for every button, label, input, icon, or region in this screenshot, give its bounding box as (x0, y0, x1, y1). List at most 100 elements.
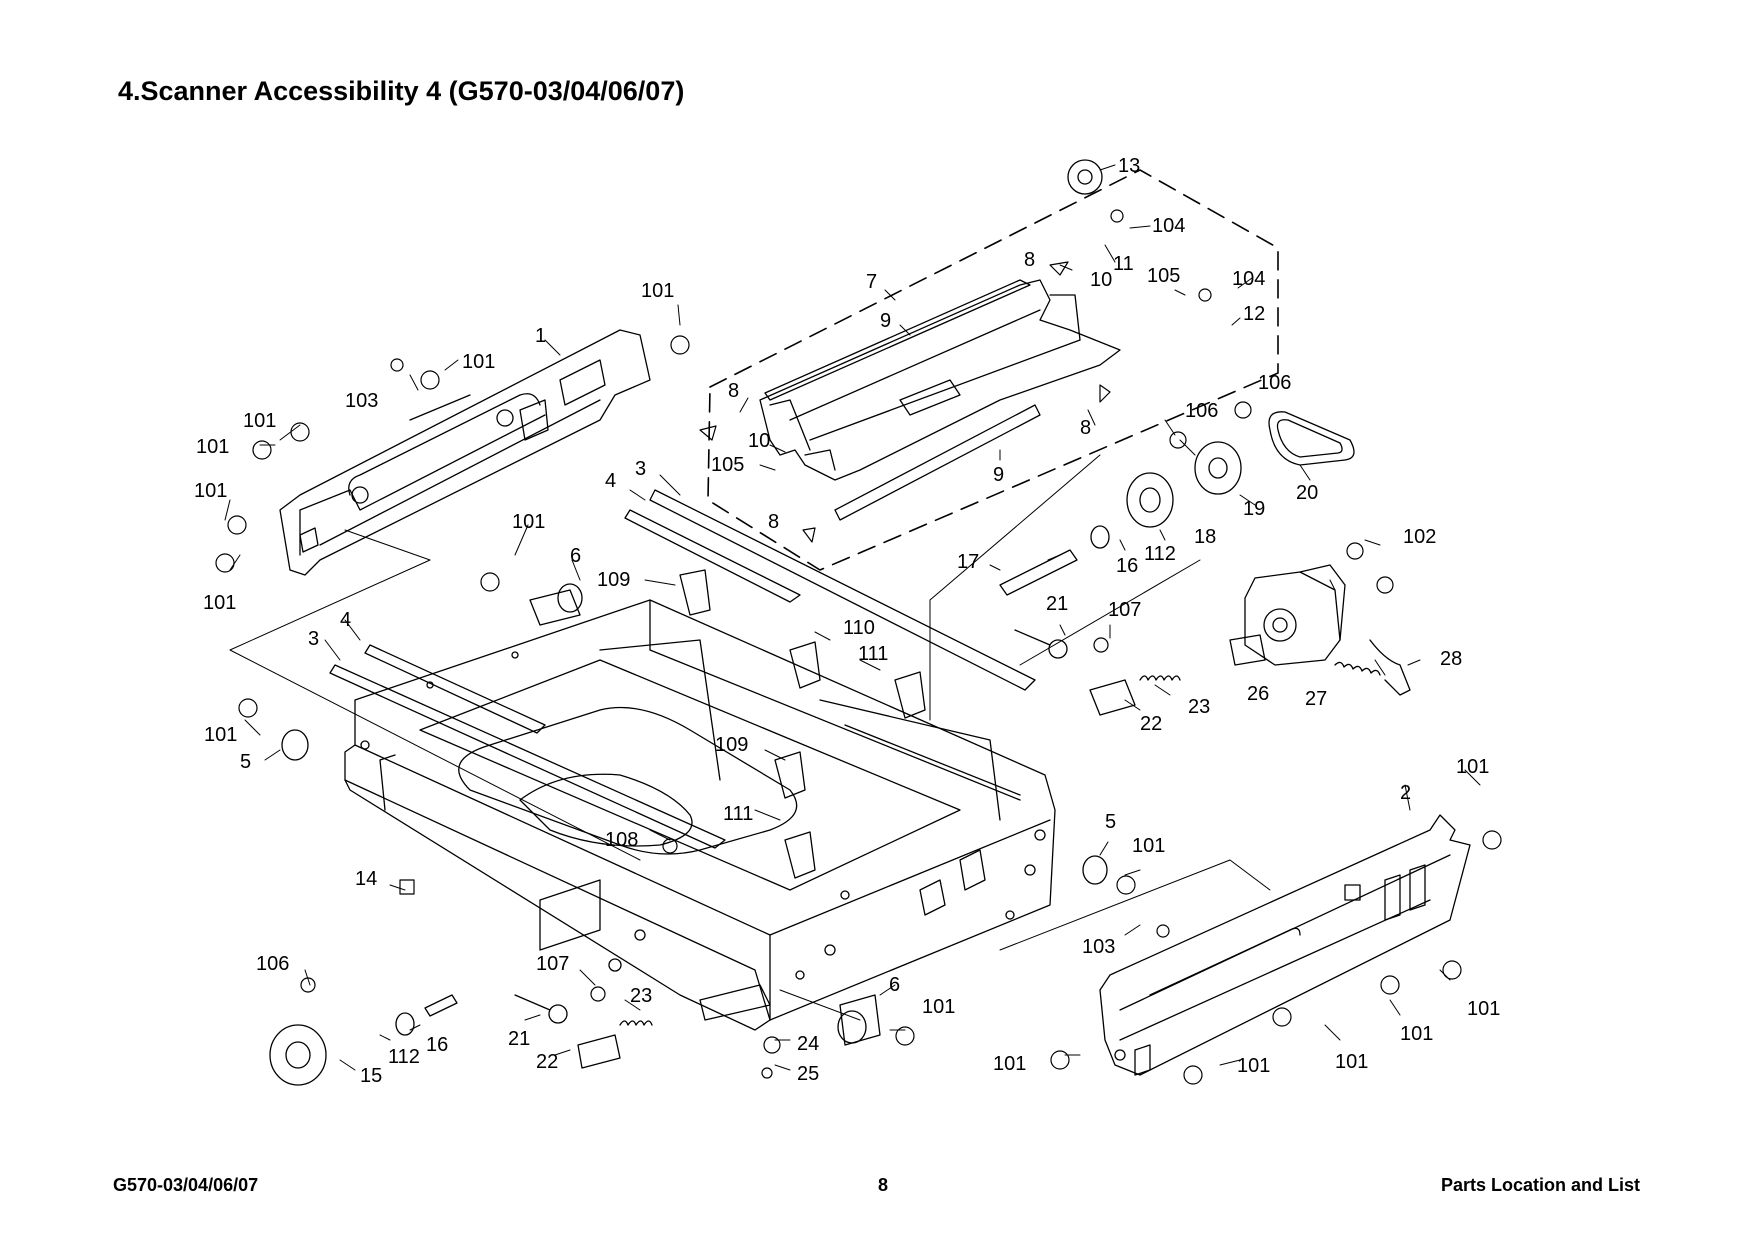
callout-label: 11 (1113, 253, 1134, 275)
callout-label: 101 (243, 410, 276, 432)
glass-strip-3-upper (649, 489, 1036, 691)
callout-label: 16 (1116, 555, 1138, 577)
callout-label: 101 (1456, 756, 1489, 778)
bracket-6-lower (839, 994, 881, 1046)
harness-21-lower (514, 994, 551, 1011)
callout-label: 28 (1440, 648, 1462, 670)
callout-label: 6 (570, 545, 581, 567)
callout-label: 101 (641, 280, 674, 302)
callout-label: 26 (1247, 683, 1269, 705)
callout-label: 101 (196, 436, 229, 458)
callout-label: 101 (1467, 998, 1500, 1020)
gear-19 (1194, 441, 1242, 495)
callout-label: 24 (797, 1033, 819, 1055)
callout-label: 1 (535, 325, 546, 347)
callout-label: 9 (993, 464, 1004, 486)
callout-label: 13 (1118, 155, 1140, 177)
callout-label: 27 (1305, 688, 1327, 710)
glass-strip-4-lower (364, 644, 546, 734)
callout-label: 17 (957, 551, 979, 573)
spring-27 (1334, 661, 1381, 676)
callout-label: 23 (1188, 696, 1210, 718)
shaft-17 (999, 549, 1078, 596)
callout-label: 19 (1243, 498, 1265, 520)
pulley-15 (269, 1024, 327, 1086)
callout-label: 22 (1140, 713, 1162, 735)
callout-label: 4 (605, 470, 616, 492)
clip-110 (789, 641, 821, 689)
callout-label: 22 (536, 1051, 558, 1073)
footer-section-title: Parts Location and List (1440, 1175, 1640, 1195)
callout-label: 106 (1258, 372, 1291, 394)
callout-label: 14 (355, 868, 377, 890)
callout-label: 6 (889, 974, 900, 996)
callout-label: 20 (1296, 482, 1318, 504)
callout-label: 106 (1185, 400, 1218, 422)
callout-label: 5 (240, 751, 251, 773)
shaft-left (424, 994, 458, 1017)
callout-label: 4 (340, 609, 351, 631)
bearing-16-upper (1090, 525, 1110, 549)
subassembly-dashed-boundary (707, 169, 1279, 571)
bracket-6-upper (529, 589, 581, 626)
bushing-5-left (281, 729, 309, 761)
callout-labels: 13 104 11 8 10 105 104 12 7 9 8 10 105 8… (194, 155, 1500, 1087)
callout-label: 112 (1144, 543, 1176, 565)
callout-label: 23 (630, 985, 652, 1007)
callout-label: 101 (1237, 1055, 1270, 1077)
callout-label: 105 (1147, 265, 1180, 287)
bushing-5-right (1082, 855, 1108, 885)
side-rail-left (279, 329, 651, 576)
callout-label: 101 (1132, 835, 1165, 857)
pulley-18 (1126, 472, 1174, 528)
callout-label: 9 (880, 310, 891, 332)
callout-label: 110 (843, 617, 875, 639)
callout-label: 21 (1046, 593, 1068, 615)
side-rail-right (1099, 814, 1471, 1076)
page-title: 4.Scanner Accessibility 4 (G570-03/04/06… (118, 76, 685, 106)
bracket-22-lower (577, 1034, 621, 1069)
upper-guide-frame (759, 279, 1121, 521)
callout-label: 15 (360, 1065, 382, 1087)
callout-label: 102 (1403, 526, 1436, 548)
callout-label: 101 (512, 511, 545, 533)
timing-belt-20 (1268, 411, 1355, 466)
footer-page-number: 8 (878, 1175, 889, 1195)
spring-23-upper (1139, 675, 1181, 681)
clip-109-upper (679, 569, 711, 616)
assembly-drawing (215, 159, 1502, 1086)
glass-strip-3-lower (329, 664, 726, 849)
callout-label: 103 (345, 390, 378, 412)
callout-label: 111 (858, 643, 888, 665)
leader-lines (224, 164, 1481, 1071)
clip-111-lower (784, 831, 816, 879)
callout-label: 108 (605, 829, 638, 851)
callout-label: 104 (1152, 215, 1185, 237)
bearing-16-lower (395, 1012, 415, 1036)
scanner-frame (344, 599, 1056, 1031)
callout-label: 107 (536, 953, 569, 975)
callout-label: 101 (1335, 1051, 1368, 1073)
callout-label: 8 (728, 380, 739, 402)
callout-label: 21 (508, 1028, 530, 1050)
callout-label: 3 (308, 628, 319, 650)
callout-label: 3 (635, 458, 646, 480)
callout-label: 2 (1400, 782, 1411, 804)
callout-label: 10 (748, 430, 770, 452)
callout-label: 109 (597, 569, 630, 591)
callout-label: 105 (711, 454, 744, 476)
callout-label: 101 (203, 592, 236, 614)
bracket-22-upper (1089, 679, 1136, 716)
scale-strip-9b (834, 404, 1041, 521)
callout-label: 101 (922, 996, 955, 1018)
callout-label: 112 (388, 1046, 420, 1068)
callout-label: 101 (204, 724, 237, 746)
callout-label: 16 (426, 1034, 448, 1056)
spring-23-lower (619, 1020, 653, 1026)
callout-label: 7 (866, 271, 877, 293)
screws (215, 209, 1502, 1085)
callout-label: 5 (1105, 811, 1116, 833)
callout-label: 109 (715, 734, 748, 756)
harness-21-upper (1014, 629, 1051, 646)
